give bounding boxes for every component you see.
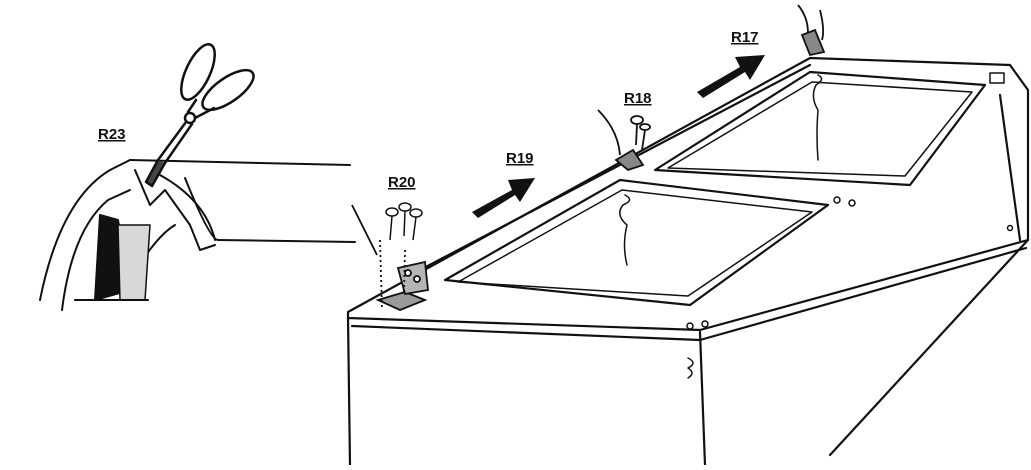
top-right-tab (989, 72, 1005, 84)
pliers-tip (144, 158, 167, 188)
bracket-r18 (597, 109, 651, 172)
front-cable (687, 357, 694, 379)
label-r20: R20 (388, 174, 416, 191)
bracket-r17 (797, 4, 826, 57)
cabinet-top-outline (346, 56, 1030, 332)
screw-hole (686, 322, 694, 330)
pliers-handle-right (201, 68, 255, 112)
left-recess-cable (619, 194, 631, 266)
screw-hole (1006, 224, 1014, 232)
pliers-pivot (183, 111, 197, 125)
cabinet-top-back-edge (418, 63, 812, 272)
arrow-r19-icon (472, 178, 535, 218)
left-recess-outer (443, 178, 830, 307)
screw-hole (848, 199, 856, 207)
label-r19: R19 (506, 150, 534, 167)
right-recess-inner (667, 81, 973, 177)
label-r17: R17 (731, 29, 759, 46)
inner-profile (159, 174, 216, 241)
cabinet-front-face (346, 316, 352, 467)
arrow-r17-icon (697, 55, 765, 98)
screw-hole (833, 196, 841, 204)
cabinet-main (346, 56, 1030, 467)
right-recess-outer (653, 70, 987, 187)
slot-shade (117, 224, 151, 301)
right-recess-cable (812, 74, 823, 161)
cabinet-front-rim (350, 246, 1028, 342)
pliers-handle-left (180, 43, 216, 101)
pliers-grip-join (186, 98, 216, 120)
bracket-r20 (351, 204, 429, 311)
left-recess-inner (457, 189, 813, 297)
cabinet-edge-inner (61, 189, 131, 311)
label-r23: R23 (98, 126, 126, 143)
screw-holes (686, 196, 1014, 330)
cabinet-side-face (828, 238, 1030, 457)
screws-r20 (385, 202, 423, 241)
bracket-notch (134, 169, 216, 251)
detail-view-left (39, 43, 356, 311)
cabinet-edge-outer (39, 159, 131, 301)
screw-hole (701, 320, 709, 328)
cabinet-front-bottom (698, 330, 707, 467)
pliers-jaws (156, 120, 194, 165)
pliers-icon (144, 43, 255, 188)
label-r18: R18 (624, 90, 652, 107)
top-surface-lower-line (184, 177, 356, 243)
cabinet-side-corner (998, 93, 1022, 242)
